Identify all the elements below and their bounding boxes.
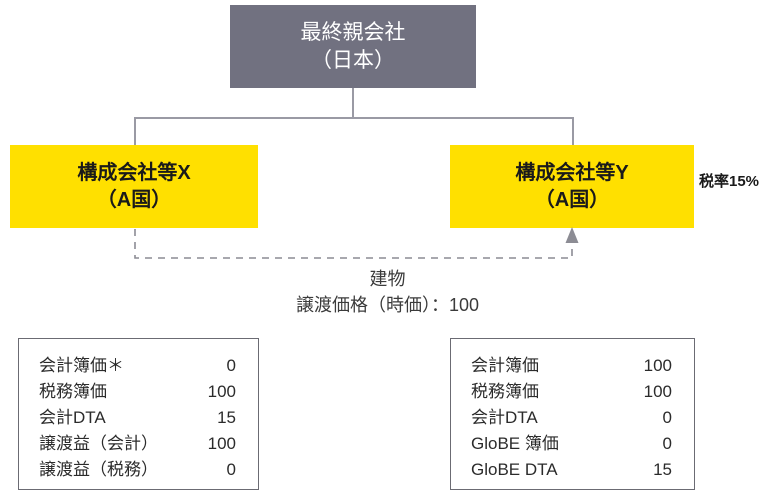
subsidiary-y-jurisdiction: （A国） (534, 188, 610, 211)
ledger-table-subsidiary-x: 会計簿価＊ 0 税務簿価 100 会計DTA 15 譲渡益（会計） 100 譲渡… (18, 338, 259, 490)
table-row: GloBE DTA 15 (471, 457, 672, 483)
entity-box-subsidiary-y: 構成会社等Y （A国） (450, 145, 694, 228)
ledger-value: 0 (662, 434, 672, 453)
table-row: 会計DTA 15 (39, 405, 236, 431)
entity-box-subsidiary-x: 構成会社等X （A国） (10, 145, 258, 228)
ledger-label: GloBE DTA (471, 460, 558, 479)
transfer-arrow-path (134, 229, 573, 259)
table-row: 会計簿価 100 (471, 353, 672, 379)
transfer-caption: 建物 譲渡価格（時価）：100 (0, 267, 775, 318)
ledger-value: 100 (643, 356, 672, 375)
table-row: GloBE 簿価 0 (471, 431, 672, 457)
ledger-label: 会計DTA (471, 408, 538, 427)
ledger-label: 会計簿価 (471, 356, 539, 375)
ultimate-parent-name: 最終親会社 (300, 20, 406, 44)
ledger-value: 100 (207, 382, 236, 401)
ledger-label: 譲渡益（税務） (39, 460, 158, 479)
connector-branch-to-subsidiary-y (572, 117, 574, 146)
transfer-price-label: 譲渡価格（時価）：100 (295, 294, 480, 315)
connector-branch-to-subsidiary-x (134, 117, 136, 146)
ledger-value: 0 (226, 356, 236, 375)
table-row: 税務簿価 100 (471, 379, 672, 405)
entity-box-ultimate-parent: 最終親会社 （日本） (230, 5, 476, 88)
ledger-value: 100 (207, 434, 236, 453)
ledger-value: 15 (217, 408, 236, 427)
subsidiary-y-name: 構成会社等Y (515, 162, 629, 185)
ledger-table-subsidiary-y: 会計簿価 100 税務簿価 100 会計DTA 0 GloBE 簿価 0 Glo… (450, 338, 695, 490)
ledger-value: 0 (226, 460, 236, 479)
ledger-label: 税務簿価 (471, 382, 539, 401)
transfer-arrow-head-icon (565, 227, 579, 243)
table-row: 譲渡益（会計） 100 (39, 431, 236, 457)
ledger-value: 15 (653, 460, 672, 479)
ledger-label: 会計簿価＊ (39, 356, 124, 375)
transfer-asset-label: 建物 (369, 269, 406, 289)
ledger-value: 0 (662, 408, 672, 427)
subsidiary-x-jurisdiction: （A国） (96, 188, 172, 211)
table-row: 税務簿価 100 (39, 379, 236, 405)
tax-rate-label: 税率15% (699, 173, 760, 190)
ledger-value: 100 (643, 382, 672, 401)
table-row: 譲渡益（税務） 0 (39, 457, 236, 483)
subsidiary-x-name: 構成会社等X (77, 162, 191, 185)
table-row: 会計簿価＊ 0 (39, 353, 236, 379)
ledger-label: 会計DTA (39, 408, 106, 427)
connector-parent-stem (352, 88, 354, 119)
ledger-label: GloBE 簿価 (471, 434, 559, 453)
table-row: 会計DTA 0 (471, 405, 672, 431)
ledger-label: 税務簿価 (39, 382, 107, 401)
ultimate-parent-jurisdiction: （日本） (311, 48, 395, 72)
ledger-label: 譲渡益（会計） (39, 434, 158, 453)
connector-branch-horizontal (134, 117, 574, 119)
